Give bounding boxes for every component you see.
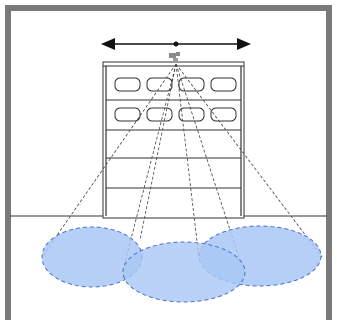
door-windows [114, 77, 237, 122]
coverage-zones [41, 225, 322, 303]
door-window [146, 77, 173, 92]
beam-line [175, 63, 200, 259]
door-window [210, 77, 237, 92]
beam-line [175, 63, 245, 274]
door-window [178, 107, 205, 122]
door-window [210, 107, 237, 122]
door-window [114, 77, 141, 92]
garage-door [102, 61, 245, 219]
beam-line [175, 63, 323, 258]
arrow-center-dot [173, 41, 179, 47]
door-panels [106, 99, 241, 189]
coverage-zone-center [122, 241, 246, 303]
beam-line [122, 63, 177, 271]
motion-sensor-icon [169, 52, 180, 62]
beam-line [41, 63, 177, 258]
double-headed-arrow-icon [101, 38, 251, 50]
door-window [146, 107, 173, 122]
door-window [114, 107, 141, 122]
sensor-beams [41, 63, 323, 274]
room-frame [5, 5, 332, 320]
